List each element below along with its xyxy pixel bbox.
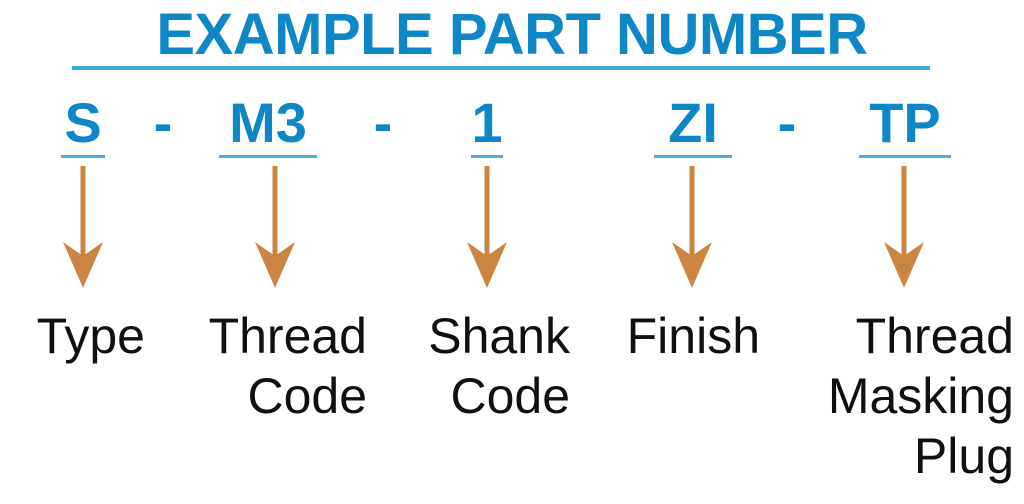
part-code-thread: M3 [198, 91, 338, 158]
part-code-type: S [38, 91, 128, 158]
label-thread-code-line-2: Code [247, 368, 367, 424]
separator-1: - [153, 91, 173, 154]
label-plug-line-2: Masking [827, 368, 1014, 424]
arrow-down-icon-plug [881, 166, 927, 288]
part-code-finish: ZI [638, 91, 748, 158]
arrow-down-icon-thread-code [252, 166, 298, 288]
part-code-type-text: S [64, 91, 102, 154]
part-code-shank-text: 1 [471, 91, 503, 154]
label-thread-code: Thread Code [155, 306, 367, 426]
separator-3: - [777, 91, 797, 154]
label-shank-code-line-2: Code [450, 368, 570, 424]
label-plug-line-3: Plug [913, 428, 1014, 484]
label-type-line-1: Type [36, 308, 145, 364]
part-code-plug-text: TP [869, 91, 941, 154]
part-code-thread-text: M3 [229, 91, 307, 154]
part-number-row: S - M3 - 1 ZI - TP [0, 92, 1024, 164]
label-finish-line-1: Finish [626, 308, 760, 364]
part-code-type-underline [61, 155, 105, 158]
label-plug-line-1: Thread [855, 308, 1014, 364]
part-code-finish-text: ZI [668, 91, 718, 154]
label-shank-code-line-1: Shank [428, 308, 570, 364]
part-code-plug-underline [859, 155, 951, 158]
part-code-finish-underline [654, 155, 732, 158]
part-code-plug: TP [840, 91, 970, 158]
diagram-title: EXAMPLE PART NUMBER [0, 4, 1024, 66]
part-code-shank: 1 [442, 91, 532, 158]
title-underline [72, 66, 930, 70]
separator-2: - [373, 91, 393, 154]
label-thread-code-line-1: Thread [208, 308, 367, 364]
label-finish: Finish [585, 306, 760, 366]
label-thread-masking-plug: Thread Masking Plug [772, 306, 1014, 486]
label-type: Type [0, 306, 145, 366]
part-code-shank-underline [471, 155, 503, 158]
arrow-down-icon-finish [669, 166, 715, 288]
page-title: EXAMPLE PART NUMBER [156, 2, 868, 67]
arrow-down-icon-shank-code [464, 166, 510, 288]
part-code-thread-underline [219, 155, 317, 158]
arrow-down-icon-type [60, 166, 106, 288]
label-shank-code: Shank Code [380, 306, 570, 426]
